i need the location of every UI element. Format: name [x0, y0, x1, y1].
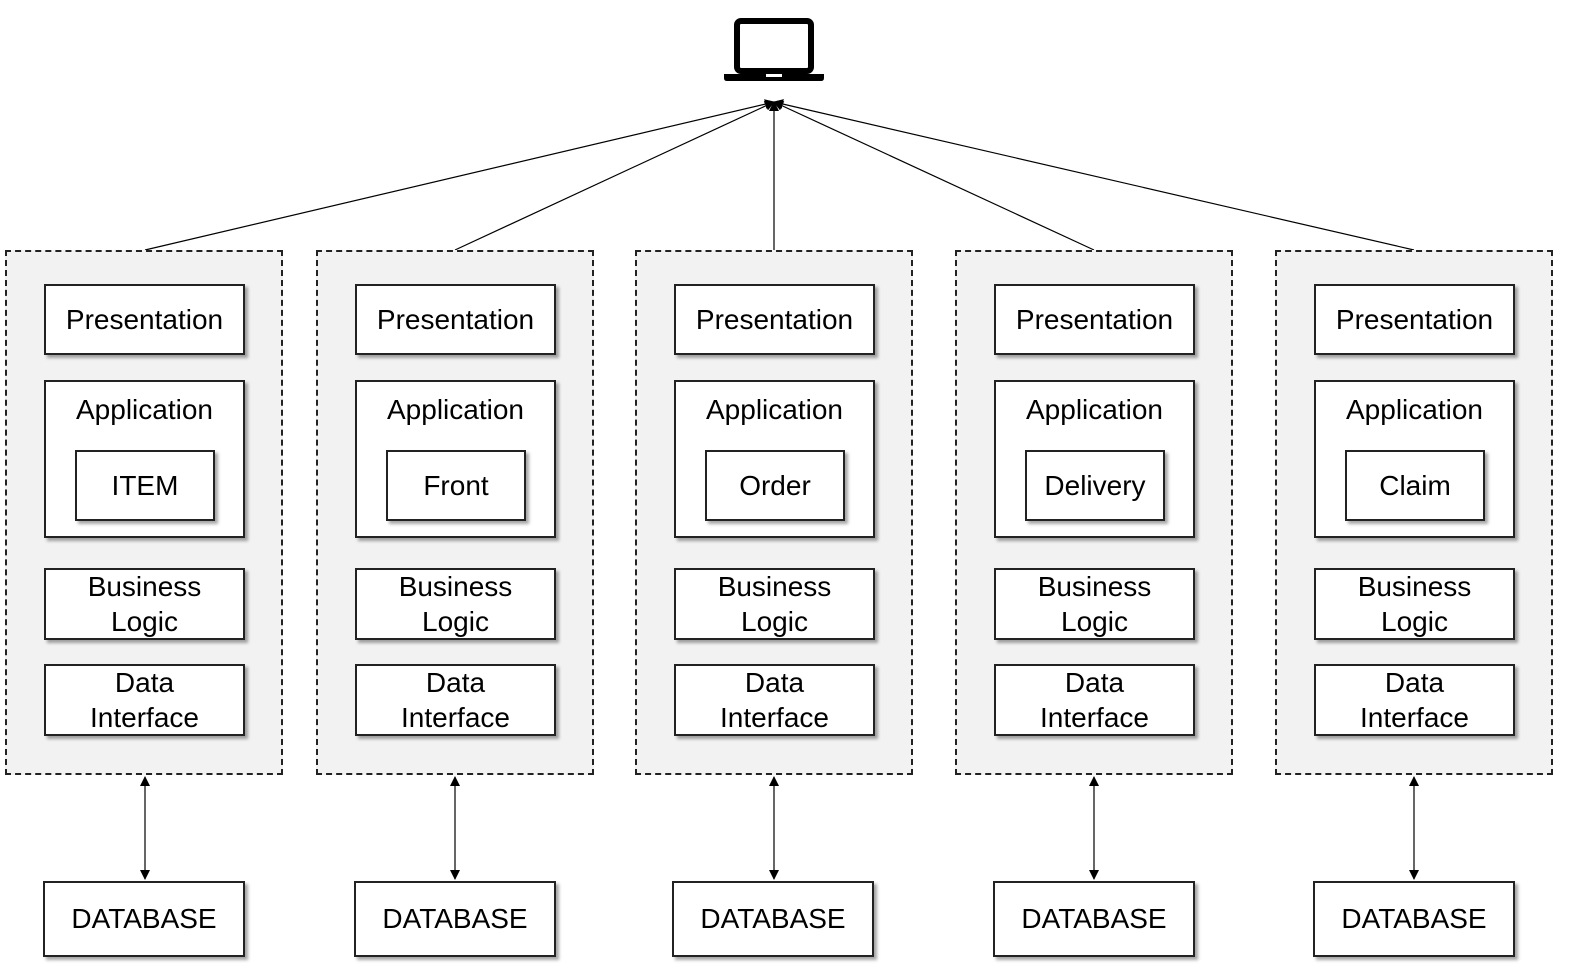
data-interface-label-line2: Interface [720, 702, 829, 733]
data-interface-label-line1: Data [1384, 667, 1445, 698]
application-label: Application [706, 394, 843, 425]
data-interface-label-line2: Interface [1040, 702, 1149, 733]
module-label: Front [423, 470, 489, 501]
application-label: Application [387, 394, 524, 425]
client-arrow-5 [773, 99, 1415, 251]
application-layer: Application ITEM [44, 380, 245, 538]
application-label: Application [76, 394, 213, 425]
presentation-layer: Presentation [994, 284, 1195, 355]
business-logic-label-line1: Business [398, 571, 513, 602]
application-layer: Application Front [355, 380, 556, 538]
database-item: DATABASE [43, 881, 245, 957]
database-order: DATABASE [672, 881, 874, 957]
client-arrow-4 [773, 101, 1095, 251]
presentation-layer: Presentation [674, 284, 875, 355]
application-layer: Application Order [674, 380, 875, 538]
client-arrow-2 [454, 101, 775, 251]
business-logic-label-line2: Logic [111, 606, 178, 637]
database-front: DATABASE [354, 881, 556, 957]
business-logic-label-line2: Logic [741, 606, 808, 637]
database-label: DATABASE [71, 903, 217, 934]
application-layer: Application Delivery [994, 380, 1195, 538]
presentation-layer: Presentation [1314, 284, 1515, 355]
business-logic-label-line1: Business [1357, 571, 1472, 602]
module-delivery: Delivery [1025, 450, 1165, 521]
business-logic-label-line1: Business [1037, 571, 1152, 602]
data-interface-label-line1: Data [1064, 667, 1125, 698]
presentation-label: Presentation [1015, 304, 1174, 335]
data-interface-label-line1: Data [425, 667, 486, 698]
database-delivery: DATABASE [993, 881, 1195, 957]
database-label: DATABASE [700, 903, 846, 934]
laptop-icon [724, 18, 824, 81]
application-label: Application [1026, 394, 1163, 425]
service-delivery: Presentation Application Delivery Busine… [955, 250, 1233, 775]
module-label: Order [739, 470, 811, 501]
application-layer: Application Claim [1314, 380, 1515, 538]
business-logic-label-line2: Logic [1061, 606, 1128, 637]
data-interface-label-line1: Data [114, 667, 175, 698]
data-interface-label-line2: Interface [90, 702, 199, 733]
application-label: Application [1346, 394, 1483, 425]
business-logic-label-line2: Logic [422, 606, 489, 637]
presentation-label: Presentation [65, 304, 224, 335]
database-label: DATABASE [382, 903, 528, 934]
module-label: Claim [1379, 470, 1451, 501]
module-claim: Claim [1345, 450, 1485, 521]
module-front: Front [386, 450, 526, 521]
database-label: DATABASE [1341, 903, 1487, 934]
presentation-layer: Presentation [44, 284, 245, 355]
presentation-label: Presentation [695, 304, 854, 335]
business-logic-label-line1: Business [717, 571, 832, 602]
presentation-label: Presentation [376, 304, 535, 335]
presentation-layer: Presentation [355, 284, 556, 355]
module-label: Delivery [1044, 470, 1146, 501]
data-interface-label-line1: Data [744, 667, 805, 698]
module-item: ITEM [75, 450, 215, 521]
business-logic-label-line2: Logic [1381, 606, 1448, 637]
data-interface-label-line2: Interface [401, 702, 510, 733]
data-interface-label-line2: Interface [1360, 702, 1469, 733]
database-label: DATABASE [1021, 903, 1167, 934]
business-logic-label-line1: Business [87, 571, 202, 602]
module-order: Order [705, 450, 845, 521]
presentation-label: Presentation [1335, 304, 1494, 335]
module-label: ITEM [111, 470, 179, 501]
client-arrow-1 [144, 99, 775, 251]
database-claim: DATABASE [1313, 881, 1515, 957]
